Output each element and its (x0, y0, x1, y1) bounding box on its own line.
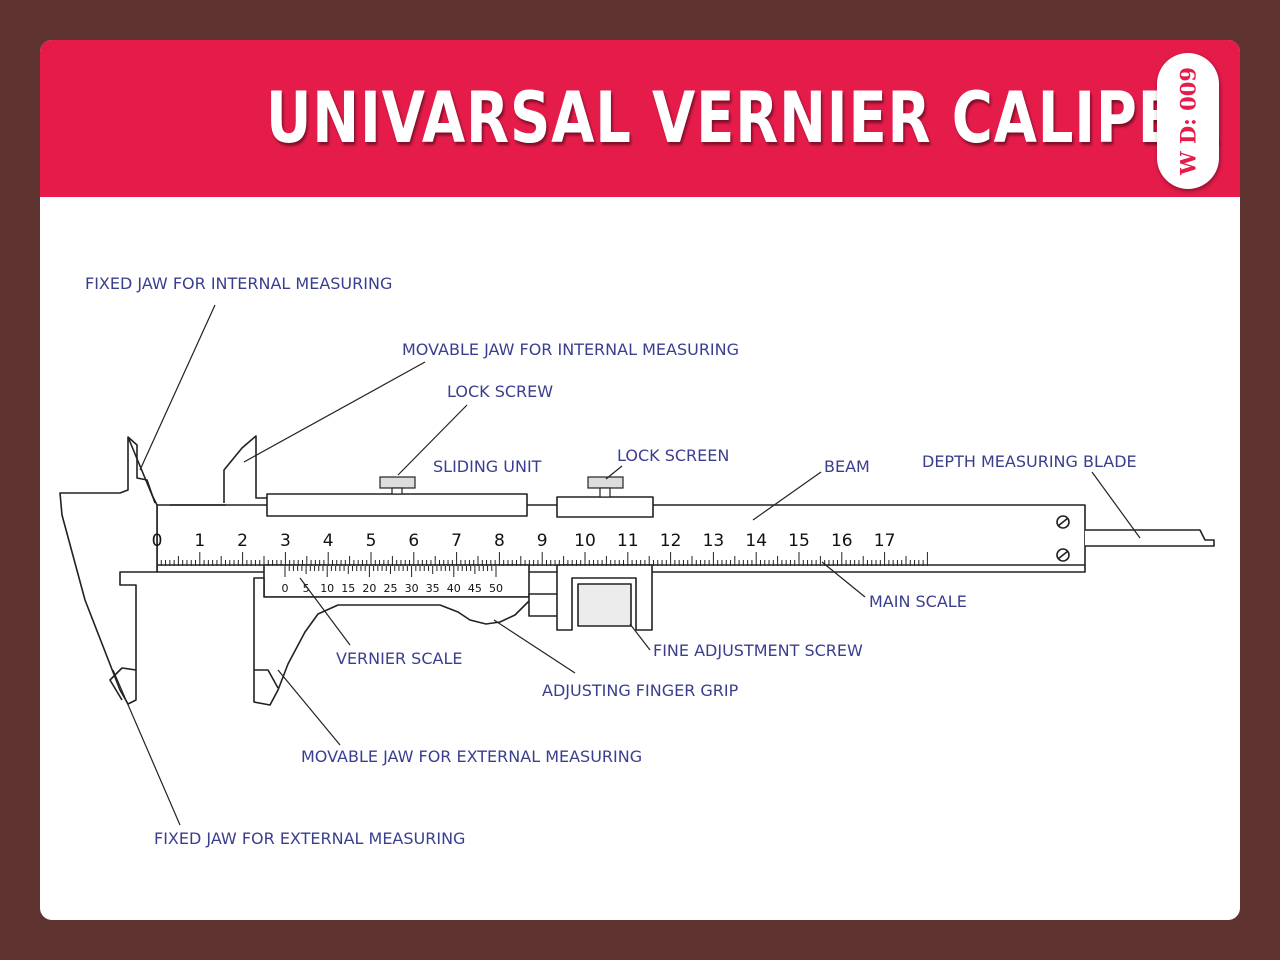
label-movable-jaw-external: MOVABLE JAW FOR EXTERNAL MEASURING (301, 747, 642, 766)
vernier-scale-number: 15 (341, 582, 355, 595)
vernier-scale-number: 50 (489, 582, 503, 595)
label-lock-screw: LOCK SCREW (447, 382, 553, 401)
label-sliding-unit: SLIDING UNIT (433, 457, 542, 476)
main-scale-number: 11 (617, 531, 639, 551)
main-scale-number: 12 (660, 531, 682, 551)
beam-screw-2-slot (1057, 550, 1069, 560)
vernier-scale-number: 5 (303, 582, 310, 595)
beam-screw-2 (1056, 548, 1070, 562)
label-fixed-jaw-internal: FIXED JAW FOR INTERNAL MEASURING (85, 274, 392, 293)
caliper-body (59, 435, 1215, 706)
leader-fine-adjustment (629, 623, 651, 651)
leader-finger-grip (493, 619, 576, 674)
label-fixed-jaw-external: FIXED JAW FOR EXTERNAL MEASURING (154, 829, 465, 848)
external-jaw-tip-detail (254, 669, 279, 689)
main-scale-number: 17 (874, 531, 896, 551)
main-scale-number: 5 (366, 531, 377, 551)
main-scale-ticks (156, 552, 928, 566)
main-scale-number: 0 (152, 531, 163, 551)
vernier-scale-number: 10 (320, 582, 334, 595)
lock-screw-2 (587, 476, 624, 498)
main-scale-number: 3 (280, 531, 291, 551)
label-fine-adjustment: FINE ADJUSTMENT SCREW (653, 641, 863, 660)
main-scale-number: 8 (494, 531, 505, 551)
main-scale-number: 7 (451, 531, 462, 551)
vernier-scale-ticks (284, 566, 497, 577)
vernier-scale-number: 25 (384, 582, 398, 595)
label-depth-blade: DEPTH MEASURING BLADE (922, 452, 1137, 471)
label-movable-jaw-internal: MOVABLE JAW FOR INTERNAL MEASURING (402, 340, 739, 359)
leader-depth-blade (1091, 471, 1141, 539)
label-vernier-scale: VERNIER SCALE (336, 649, 462, 668)
fixed-external-jaw-tip (109, 667, 137, 701)
leader-beam (752, 471, 822, 521)
label-finger-grip: ADJUSTING FINGER GRIP (542, 681, 739, 700)
vernier-scale-number: 20 (362, 582, 376, 595)
leader-fixed-jaw-external (112, 669, 181, 826)
main-scale-number: 14 (745, 531, 767, 551)
label-main-scale: MAIN SCALE (869, 592, 967, 611)
beam-screw-1 (1056, 515, 1070, 529)
vernier-scale-number: 40 (447, 582, 461, 595)
leader-lines (112, 304, 1141, 826)
lock-screw-1 (379, 476, 416, 495)
fixed-jaw-shape (59, 436, 158, 705)
leader-vernier-scale (299, 577, 351, 646)
vernier-scale-numbers: 0 5 10 15 20 25 30 35 40 45 50 (282, 582, 504, 595)
main-scale-number: 16 (831, 531, 853, 551)
movable-internal-jaw-shape (223, 435, 267, 503)
vernier-scale-number: 45 (468, 582, 482, 595)
vernier-scale-number: 35 (426, 582, 440, 595)
main-scale-number: 9 (537, 531, 548, 551)
main-scale-number: 1 (194, 531, 205, 551)
header-banner: UNIVARSAL VERNIER CALIPER W D: 009 (40, 40, 1240, 197)
leader-lock-screw (397, 404, 468, 476)
depth-blade-shape (1085, 529, 1215, 547)
main-scale-number: 4 (323, 531, 334, 551)
fixed-internal-jaw-tip (127, 436, 156, 504)
leader-fixed-jaw-internal (139, 304, 216, 471)
main-scale-number: 15 (788, 531, 810, 551)
beam-screw-1-slot (1057, 517, 1069, 527)
vernier-scale-number: 30 (405, 582, 419, 595)
leader-movable-jaw-external (277, 669, 341, 746)
vernier-scale-number: 0 (282, 582, 289, 595)
label-lock-screen: LOCK SCREEN (617, 446, 729, 465)
leader-lock-screen (605, 465, 623, 480)
sliding-unit-shape (266, 493, 528, 517)
fine-connector-shape (528, 593, 560, 617)
leader-main-scale (821, 561, 866, 598)
lock-screen-block (556, 496, 654, 518)
main-scale-number: 10 (574, 531, 596, 551)
main-scale-number: 13 (703, 531, 725, 551)
code-badge: W D: 009 (1157, 53, 1219, 189)
main-scale-number: 2 (237, 531, 248, 551)
fine-adjustment-knob (577, 583, 632, 627)
leader-movable-jaw-internal (243, 361, 426, 463)
label-beam: BEAM (824, 457, 870, 476)
main-scale-number: 6 (408, 531, 419, 551)
movable-external-jaw-shape (253, 577, 531, 706)
fine-adjustment-housing (556, 564, 653, 631)
